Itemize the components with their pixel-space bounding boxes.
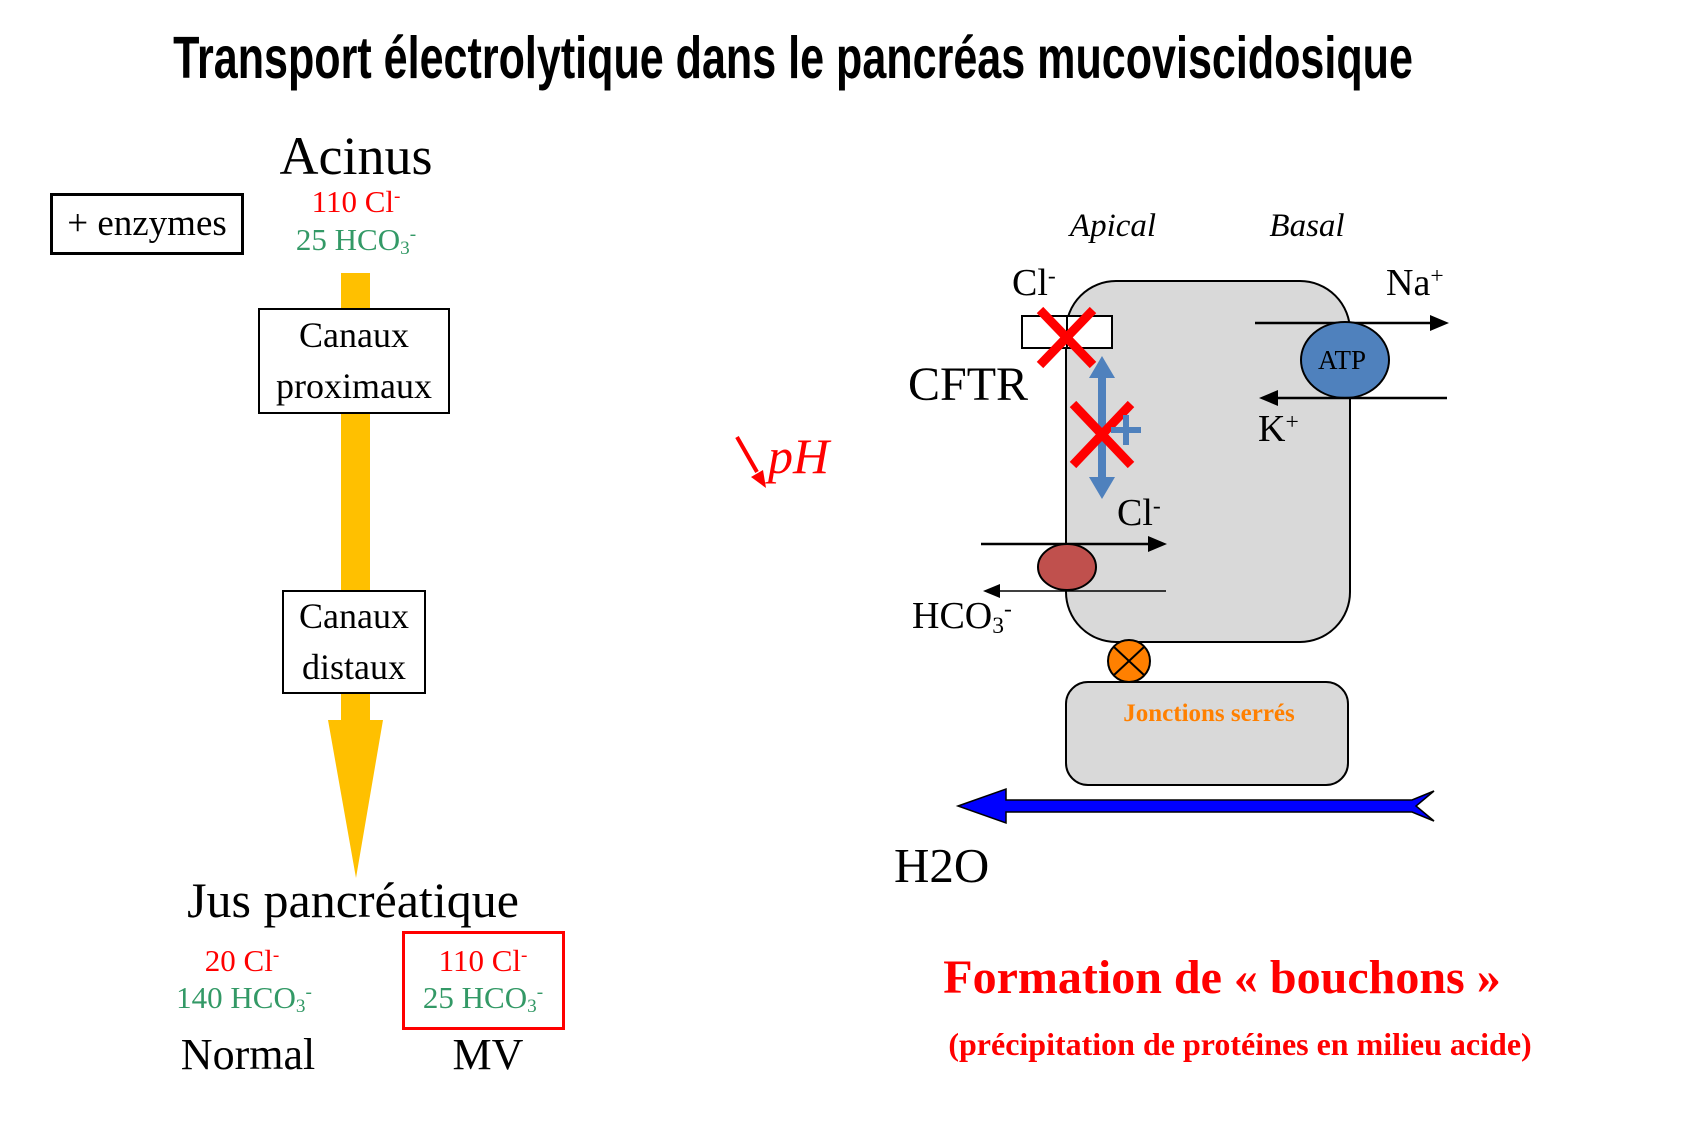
ph-decrease-arrow-head bbox=[751, 470, 766, 488]
basal-label: Basal bbox=[1269, 208, 1345, 244]
acinus-cl-value: 110 Cl- bbox=[311, 184, 401, 219]
mv-highlight-box bbox=[402, 931, 565, 1030]
atp-label: ATP bbox=[1317, 345, 1367, 375]
k-arrow-head bbox=[1259, 390, 1278, 406]
na-label: Na+ bbox=[1386, 262, 1444, 304]
normal-hco3-value: 140 HCO3- bbox=[176, 980, 312, 1017]
canaux-distaux-box: Canaux distaux bbox=[282, 590, 426, 694]
ph-label: pH bbox=[768, 428, 830, 484]
k-label: K+ bbox=[1258, 408, 1299, 450]
acinus-label: Acinus bbox=[279, 126, 433, 186]
canaux-proximaux-label: Canaux proximaux bbox=[276, 314, 432, 406]
normal-label: Normal bbox=[180, 1030, 316, 1079]
h2o-label: H2O bbox=[894, 838, 990, 893]
mv-hco3-value: 25 HCO3- bbox=[422, 980, 544, 1017]
enzymes-label: + enzymes bbox=[67, 202, 227, 244]
hco3-out-arrow-head bbox=[983, 584, 1000, 598]
cl-mid-label: Cl- bbox=[1117, 492, 1161, 534]
cftr-blocked-x-icon bbox=[1036, 306, 1097, 369]
plus-icon bbox=[1111, 415, 1141, 445]
cftr-label: CFTR bbox=[908, 358, 1029, 411]
conclusion-title: Formation de « bouchons » bbox=[943, 951, 1501, 1004]
apical-label: Apical bbox=[1069, 208, 1157, 244]
enzymes-box: + enzymes bbox=[50, 193, 244, 255]
jus-pancreatique-label: Jus pancréatique bbox=[187, 872, 519, 928]
flow-down-arrow bbox=[328, 273, 383, 878]
cl-in-arrow-head bbox=[1148, 536, 1167, 552]
mv-cl-value: 110 Cl- bbox=[438, 943, 528, 978]
canaux-distaux-label: Canaux distaux bbox=[299, 595, 409, 687]
cl-flux-blocked-x-icon bbox=[1069, 400, 1135, 469]
canaux-proximaux-box: Canaux proximaux bbox=[258, 308, 450, 414]
mv-label: MV bbox=[452, 1030, 524, 1079]
na-arrow-head bbox=[1430, 315, 1449, 331]
anion-exchanger bbox=[1037, 543, 1097, 591]
neighbour-cell-body bbox=[1065, 681, 1349, 786]
tight-junction-icon bbox=[1107, 639, 1151, 683]
normal-cl-value: 20 Cl- bbox=[204, 943, 280, 978]
jonctions-serres-label: Jonctions serrés bbox=[1123, 700, 1295, 727]
ph-decrease-arrow-shaft bbox=[735, 436, 759, 473]
cell-body bbox=[1065, 280, 1351, 643]
slide-title: Transport électrolytique dans le pancréa… bbox=[173, 25, 1413, 91]
cl-top-label: Cl- bbox=[1012, 262, 1056, 304]
conclusion-subtitle: (précipitation de protéines en milieu ac… bbox=[948, 1026, 1532, 1062]
cl-double-arrow bbox=[1089, 356, 1115, 499]
h2o-arrow bbox=[955, 787, 1435, 825]
hco3-label: HCO3- bbox=[912, 595, 1012, 639]
acinus-hco3-value: 25 HCO3- bbox=[295, 222, 417, 259]
